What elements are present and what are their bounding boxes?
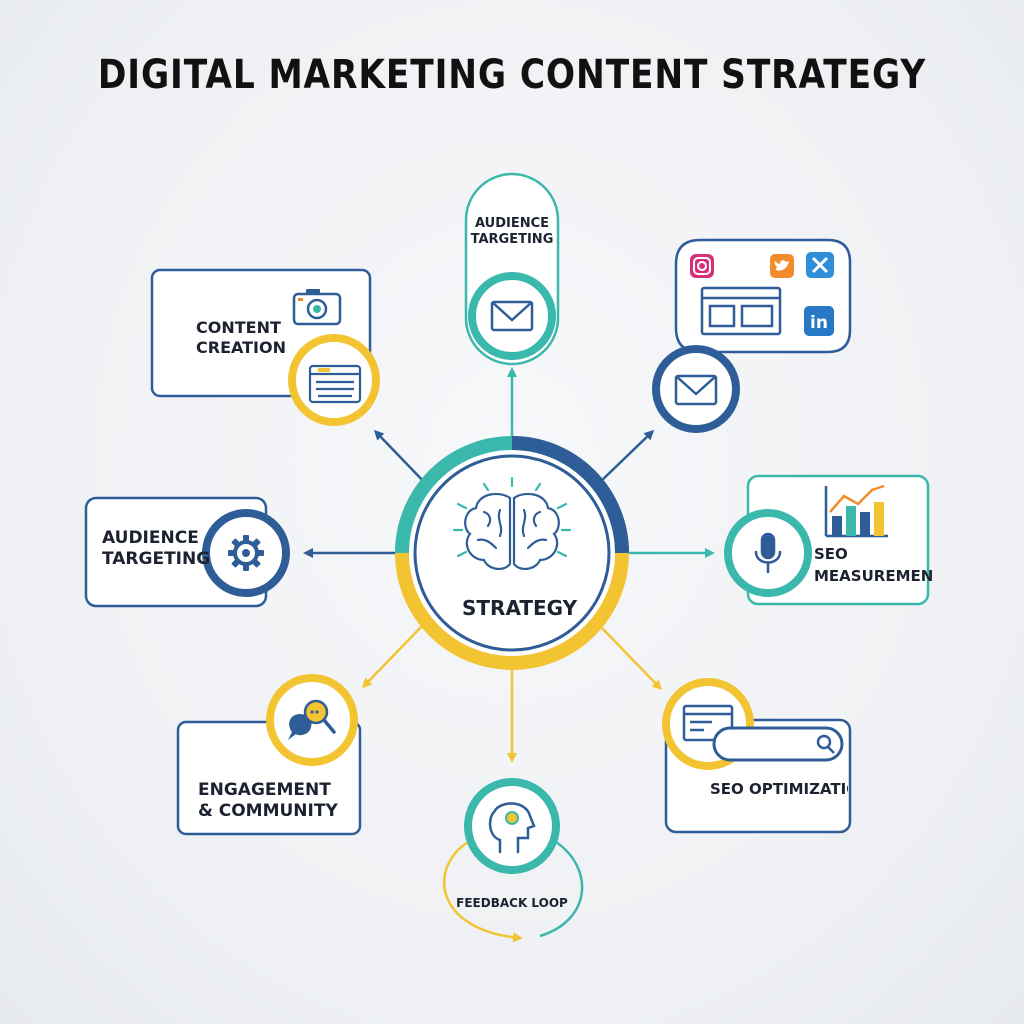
- node-top-right: in: [652, 238, 852, 433]
- arrow-top-right: [597, 429, 655, 485]
- brain-icon: [464, 492, 560, 570]
- node-top-left-label: CONTENT CREATION: [196, 318, 286, 358]
- brain-sparks-icon: [452, 476, 572, 558]
- browser-window-icon: [700, 286, 782, 336]
- node-bottom: [443, 778, 584, 943]
- node-right-label-line: SEO: [814, 545, 848, 563]
- node-top-left-label-line: CONTENT: [196, 318, 281, 337]
- node-top-left: [150, 268, 380, 426]
- node-top-ring: [468, 272, 556, 360]
- node-bottom-right-label: SEO OPTIMIZATION: [710, 780, 848, 798]
- arrow-bottom-left: [361, 623, 425, 689]
- bar-chart-icon: [824, 484, 888, 538]
- node-bottom-left-label: ENGAGEMENT & COMMUNITY: [198, 780, 338, 823]
- node-left-label: AUDIENCE TARGETING: [102, 528, 210, 571]
- node-top-label-line: AUDIENCE: [474, 216, 550, 231]
- node-bottom-left-label-line: ENGAGEMENT: [198, 780, 331, 800]
- chat-search-icon: [288, 699, 336, 740]
- node-top-left-ring: [288, 334, 380, 426]
- svg-text:in: in: [810, 313, 828, 333]
- node-top-left-label-line: CREATION: [196, 338, 286, 357]
- node-bottom-label: FEEDBACK LOOP: [456, 896, 568, 910]
- microphone-icon: [754, 532, 782, 574]
- twitter-icon: [770, 254, 794, 278]
- center-hub: [395, 436, 629, 670]
- loop-arrow-left: [443, 840, 523, 943]
- node-bottom-left-label-line: & COMMUNITY: [198, 801, 338, 822]
- node-left-label-line: AUDIENCE: [102, 528, 199, 548]
- gear-icon: [228, 535, 264, 571]
- node-top-right-ring: [652, 345, 740, 433]
- strategy-label: STRATEGY: [462, 596, 578, 620]
- node-top-label-line: TARGETING: [470, 232, 554, 248]
- loop-arrow-right: [539, 840, 584, 938]
- page-title: DIGITAL MARKETING CONTENT STRATEGY: [97, 52, 927, 98]
- browser-window-icon: [682, 704, 734, 742]
- node-left-label-line: TARGETING: [102, 549, 211, 570]
- linkedin-icon: in: [804, 306, 834, 336]
- instagram-icon: [690, 254, 714, 278]
- node-bottom-left: [176, 674, 362, 836]
- arrow-top-left: [373, 429, 429, 487]
- x-icon: [806, 252, 834, 278]
- node-top: [464, 172, 560, 366]
- node-right-label-line: MEASUREMEN: [814, 566, 934, 585]
- head-icon: [488, 802, 536, 854]
- node-right: [724, 474, 930, 606]
- node-bottom-ring: [464, 778, 560, 874]
- keyboard-icon: [308, 364, 362, 404]
- node-top-label: AUDIENCE TARGETING: [466, 216, 558, 249]
- envelope-icon: [674, 374, 718, 406]
- node-right-label: SEO MEASUREMEN: [814, 544, 934, 588]
- arrow-bottom-right: [601, 627, 663, 691]
- node-left: [84, 496, 290, 608]
- envelope-icon: [490, 300, 534, 332]
- node-bottom-right: [662, 678, 852, 834]
- connector-arrows: [303, 367, 715, 763]
- camera-icon: [292, 289, 342, 326]
- search-bar-icon: [712, 726, 844, 762]
